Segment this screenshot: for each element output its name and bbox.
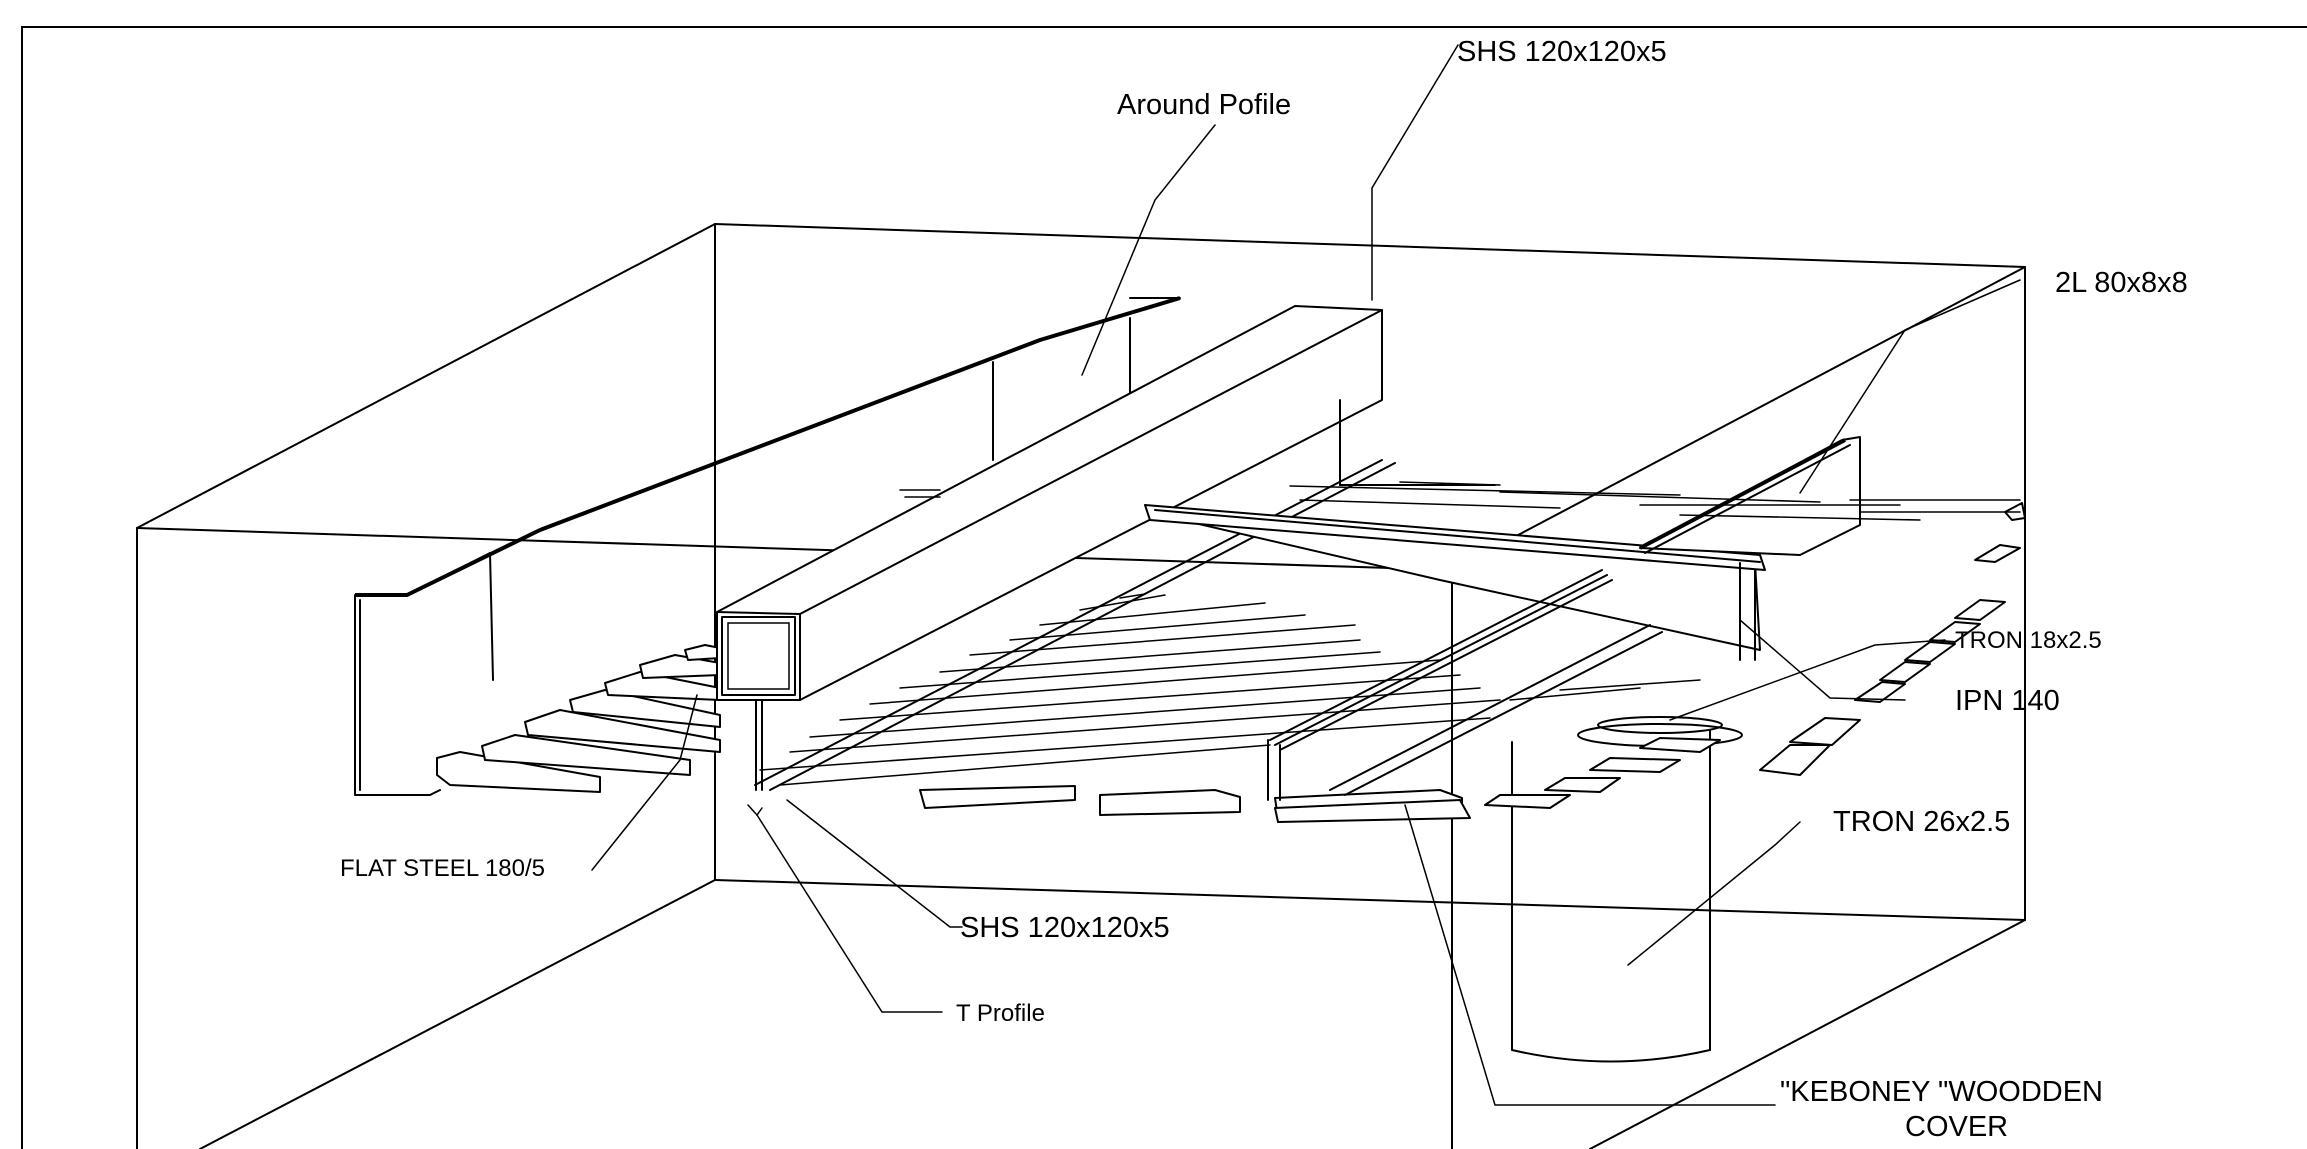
label-2l-angles: 2L 80x8x8 xyxy=(2055,267,2188,299)
deck-slat xyxy=(919,785,1076,809)
label-keboney-line1: "KEBONEY "WOODDEN xyxy=(1780,1076,2103,1108)
deck-slat xyxy=(1789,717,1861,746)
deck-slat xyxy=(436,751,601,793)
deck-slat xyxy=(524,709,721,753)
shs-beam-top xyxy=(716,305,1496,701)
deck-hatch-lines xyxy=(759,481,2021,786)
drawing-frame xyxy=(21,26,2307,1149)
label-flat-steel: FLAT STEEL 180/5 xyxy=(340,855,545,882)
deck-slat xyxy=(481,734,691,776)
deck-slat xyxy=(1544,777,1621,793)
deck-slat xyxy=(1639,737,1721,753)
deck-slat xyxy=(684,644,721,661)
deck-slat xyxy=(1589,757,1681,773)
label-shs-bottom: SHS 120x120x5 xyxy=(960,912,1170,944)
wooden-deck xyxy=(436,502,2026,823)
deck-slat xyxy=(1759,744,1831,776)
deck-slat xyxy=(1274,799,1471,823)
deck-slat xyxy=(1974,544,2021,563)
t-profile-lines xyxy=(755,569,1663,801)
label-t-profile: T Profile xyxy=(956,1000,1045,1027)
label-shs-top: SHS 120x120x5 xyxy=(1457,36,1667,68)
deck-slat xyxy=(1954,599,2006,621)
label-tron18: TRON 18x2.5 xyxy=(1955,627,2102,654)
double-angle-2L xyxy=(1639,436,1861,556)
deck-slat xyxy=(1929,621,1981,643)
deck-slat xyxy=(1854,681,1906,703)
label-tron26: TRON 26x2.5 xyxy=(1833,806,2010,838)
deck-slat xyxy=(1099,789,1241,816)
around-profile xyxy=(354,296,1181,796)
label-ipn140: IPN 140 xyxy=(1955,685,2060,717)
deck-slat xyxy=(1879,661,1931,683)
label-around-profile: Around Pofile xyxy=(1117,89,1291,121)
label-keboney-line2: COVER xyxy=(1905,1111,2008,1143)
leader-lines xyxy=(591,44,2021,1106)
deck-slat xyxy=(569,689,721,728)
perspective-box xyxy=(136,223,2026,1149)
ipn-140-girder xyxy=(1144,504,1766,661)
deck-slat xyxy=(1484,794,1571,809)
deck-slat xyxy=(1904,641,1956,663)
